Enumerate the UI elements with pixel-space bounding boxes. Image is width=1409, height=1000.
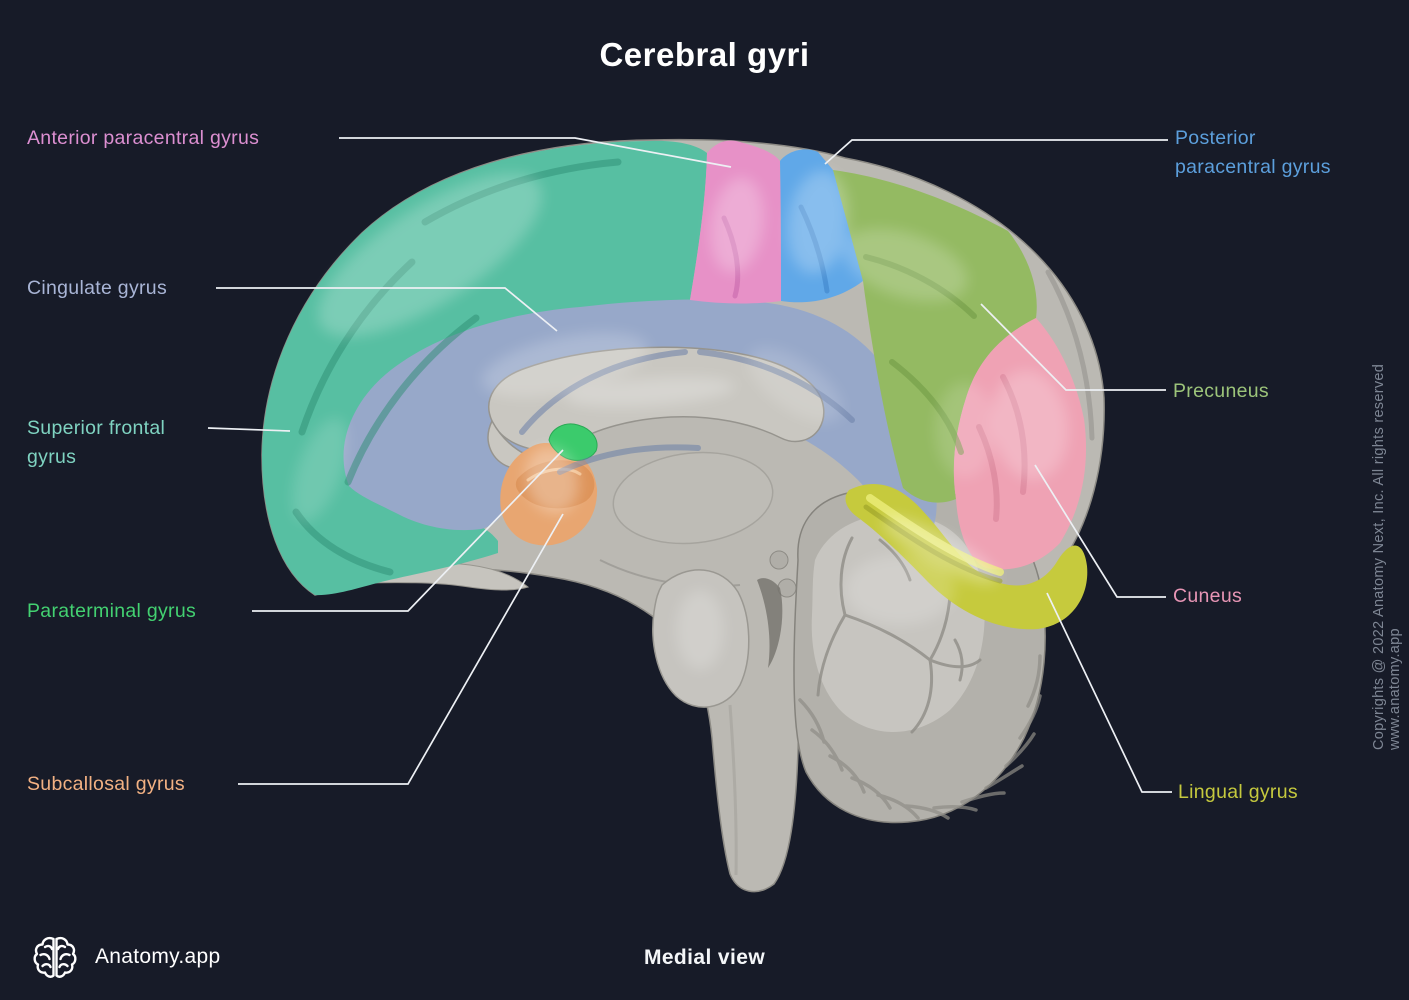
label-paraterminal-gyrus: Paraterminal gyrus (27, 600, 197, 622)
leader-precuneus (980, 303, 1166, 391)
leader-lines (207, 137, 1172, 793)
label-subcallosal-gyrus: Subcallosal gyrus (27, 773, 185, 795)
label-lingual-gyrus: Lingual gyrus (1178, 781, 1298, 803)
fourth-ventricle (757, 578, 783, 668)
arbor-vitae-branches (816, 536, 982, 734)
brand: Anatomy.app (30, 932, 221, 982)
copyright-text: Copyrights @ 2022 Anatomy Next, Inc. All… (1371, 363, 1403, 750)
leader-anterior-paracentral-gyrus (339, 137, 732, 168)
label-precuneus: Precuneus (1173, 380, 1269, 402)
superior-colliculus (769, 550, 789, 570)
label-posterior-paracentral-gyrus: Posterior paracentral gyrus (1175, 127, 1331, 178)
leader-cuneus (1034, 464, 1166, 598)
brand-name: Anatomy.app (95, 945, 221, 968)
label-superior-frontal-gyrus: Superior frontal gyrus (27, 417, 166, 468)
leader-cingulate-gyrus (216, 287, 558, 332)
sheen-highlights (292, 170, 1069, 670)
page-title: Cerebral gyri (599, 36, 810, 73)
label-cuneus: Cuneus (1173, 585, 1243, 607)
medulla-shading (728, 704, 738, 876)
thalamus (612, 451, 774, 545)
label-anterior-paracentral-gyrus: Anterior paracentral gyrus (27, 127, 260, 149)
cerebellar-roll-striations (798, 654, 1042, 820)
leader-paraterminal-gyrus (252, 449, 564, 612)
leader-subcallosal-gyrus (238, 513, 564, 785)
leader-lingual-gyrus (1046, 592, 1172, 793)
brain-icon (33, 936, 77, 978)
view-label: Medial view (643, 946, 766, 969)
label-cingulate-gyrus: Cingulate gyrus (27, 277, 167, 299)
leader-posterior-paracentral-gyrus (824, 139, 1168, 165)
leader-superior-frontal-gyrus (207, 427, 291, 432)
